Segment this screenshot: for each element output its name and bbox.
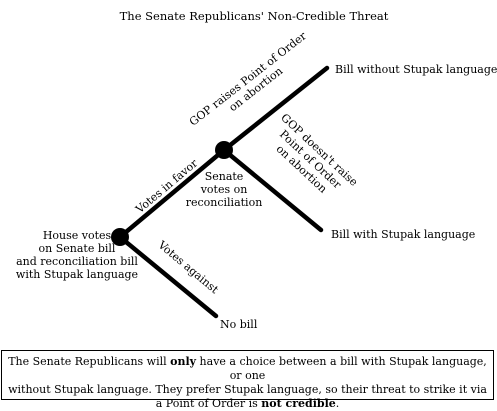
game-tree-diagram: The Senate Republicans' Non-Credible Thr… (16, 9, 497, 331)
caption-line-2: without Stupak language. They prefer Stu… (8, 383, 487, 396)
caption-line-1-pre: The Senate Republicans will (8, 355, 171, 368)
caption-line-1: The Senate Republicans will only have a … (2, 355, 493, 383)
caption-line-3: a Point of Order is not credible. (2, 397, 493, 411)
caption-emphasis-not-credible: not credible (261, 397, 336, 410)
caption-emphasis-only: only (170, 355, 197, 368)
senate-decision-node (215, 141, 233, 159)
caption-line-3-post: . (335, 397, 340, 410)
outcome-bill-with-stupak: Bill with Stupak language (331, 228, 475, 241)
senate-node-label: Senate votes on reconciliation (186, 170, 263, 209)
senate-node-label-line2: votes on (200, 183, 248, 196)
label-votes-against: Votes against (155, 238, 222, 297)
caption-box: The Senate Republicans will only have a … (1, 350, 494, 410)
edge-votes-in-favor (117, 147, 227, 240)
caption-line-3-pre: a Point of Order is (155, 397, 262, 410)
edge-gop-raises (221, 65, 330, 153)
house-decision-node (111, 228, 129, 246)
house-node-label-line3: and reconciliation bill (16, 255, 138, 268)
senate-node-label-line1: Senate (205, 170, 244, 183)
outcome-no-bill: No bill (220, 318, 258, 331)
senate-node-label-line3: reconciliation (186, 196, 263, 209)
edge-gop-doesnt-raise (221, 147, 324, 233)
outcome-bill-without-stupak: Bill without Stupak language (335, 63, 497, 76)
house-node-label-line2: on Senate bill (39, 242, 116, 255)
house-node-label: House votes on Senate bill and reconcili… (16, 229, 138, 281)
house-node-label-line4: with Stupak language (16, 268, 138, 281)
caption-line-1-post: have a choice between a bill with Stupak… (196, 355, 487, 382)
edge-votes-against (117, 234, 219, 319)
house-node-label-line1: House votes (43, 229, 112, 242)
diagram-title: The Senate Republicans' Non-Credible Thr… (120, 9, 389, 23)
